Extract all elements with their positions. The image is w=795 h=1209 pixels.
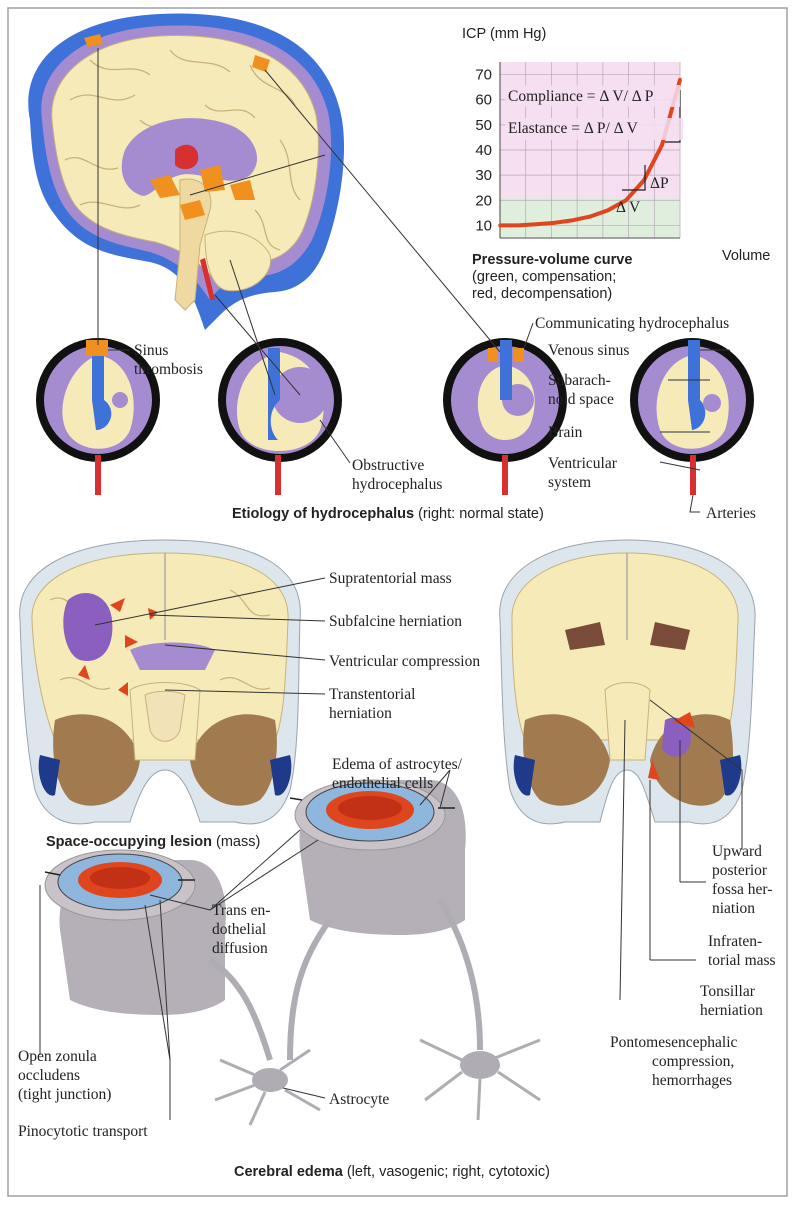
series-point: [606, 209, 610, 213]
label-trans-endo-3: diffusion: [212, 940, 268, 957]
label-astrocyte: Astrocyte: [329, 1091, 389, 1108]
hydrocephalus-caption: Etiology of hydrocephalus (right: normal…: [232, 506, 544, 522]
y-tick-label: 30: [475, 167, 492, 184]
label-upward-3: fossa her-: [712, 881, 772, 898]
label-ventricular-compression: Ventricular compression: [329, 653, 480, 670]
x-axis-label: Volume: [722, 248, 770, 264]
label-ventricular-2: system: [548, 474, 591, 491]
series-point: [588, 215, 592, 219]
series-point: [660, 143, 664, 147]
label-upward-1: Upward: [712, 843, 762, 860]
label-transtentorial-1: Transtentorial: [329, 686, 415, 703]
label-zonula-3: (tight junction): [18, 1086, 111, 1103]
label-infratentorial-2: torial mass: [708, 952, 776, 969]
label-zonula-1: Open zonula: [18, 1048, 97, 1065]
series-point: [516, 224, 520, 228]
label-tonsillar-1: Tonsillar: [700, 983, 756, 1000]
y-tick-label: 20: [475, 192, 492, 209]
compliance-formula: Compliance = Δ V/ Δ P: [508, 88, 653, 105]
mass-caption: Space-occupying lesion (mass): [46, 834, 260, 850]
delta-p-label: ΔP: [650, 175, 669, 192]
label-communicating: Communicating hydrocephalus: [535, 315, 729, 332]
label-supratentorial-mass: Supratentorial mass: [329, 570, 452, 587]
y-axis-label: ICP (mm Hg): [462, 26, 546, 42]
y-tick-label: 60: [475, 92, 492, 109]
label-zonula-2: occludens: [18, 1067, 80, 1084]
label-astro-cells-1: Edema of astrocytes/: [332, 756, 463, 773]
series-point: [678, 78, 682, 82]
label-transtentorial-2: herniation: [329, 705, 392, 722]
series-point: [534, 222, 538, 226]
chart-caption-line-2: red, decompensation): [472, 286, 612, 302]
label-upward-4: niation: [712, 900, 755, 917]
series-point: [570, 219, 574, 223]
y-tick-label: 10: [475, 217, 492, 234]
label-subarachnoid-1: Subarach-: [548, 372, 611, 389]
label-obstructive-2: hydrocephalus: [352, 476, 442, 493]
vasogenic-edema-illustration: [45, 850, 226, 1015]
label-sinus-thrombosis-1: Sinus: [134, 342, 168, 359]
edema-caption: Cerebral edema (left, vasogenic; right, …: [234, 1164, 550, 1180]
label-trans-endo-2: dothelial: [212, 921, 266, 938]
label-obstructive-1: Obstructive: [352, 457, 424, 474]
delta-v-label: Δ V: [616, 199, 641, 216]
label-tonsillar-2: herniation: [700, 1002, 763, 1019]
elastance-formula: Elastance = Δ P/ Δ V: [508, 120, 639, 137]
series-point: [498, 224, 502, 228]
label-pontomes-1: Pontomesencephalic: [610, 1034, 738, 1051]
label-pontomes-2: compression,: [652, 1053, 734, 1070]
label-infratentorial-1: Infraten-: [708, 933, 762, 950]
y-tick-label: 70: [475, 67, 492, 84]
label-astro-cells-2: endothelial cells: [332, 775, 433, 792]
label-venous-sinus: Venous sinus: [548, 342, 629, 359]
series-point: [552, 221, 556, 225]
y-tick-label: 50: [475, 117, 492, 134]
cytotoxic-edema-illustration: [290, 780, 466, 935]
label-arteries: Arteries: [706, 505, 756, 522]
label-ventricular-1: Ventricular: [548, 455, 618, 472]
label-brain: Brain: [548, 424, 583, 441]
y-tick-labels: 10 20 30 40 50 60 70: [475, 67, 492, 235]
y-tick-label: 40: [475, 142, 492, 159]
label-subfalcine-herniation: Subfalcine herniation: [329, 613, 462, 630]
label-pinocytotic: Pinocytotic transport: [18, 1123, 148, 1140]
label-subarachnoid-2: noid space: [548, 391, 614, 408]
chart-title: Pressure-volume curve: [472, 252, 632, 268]
chart-caption-line-1: (green, compensation;: [472, 269, 616, 285]
label-upward-2: posterior: [712, 862, 768, 879]
label-sinus-thrombosis-2: thrombosis: [134, 361, 203, 378]
label-trans-endo-1: Trans en-: [212, 902, 270, 919]
label-pontomes-3: hemorrhages: [652, 1072, 732, 1089]
